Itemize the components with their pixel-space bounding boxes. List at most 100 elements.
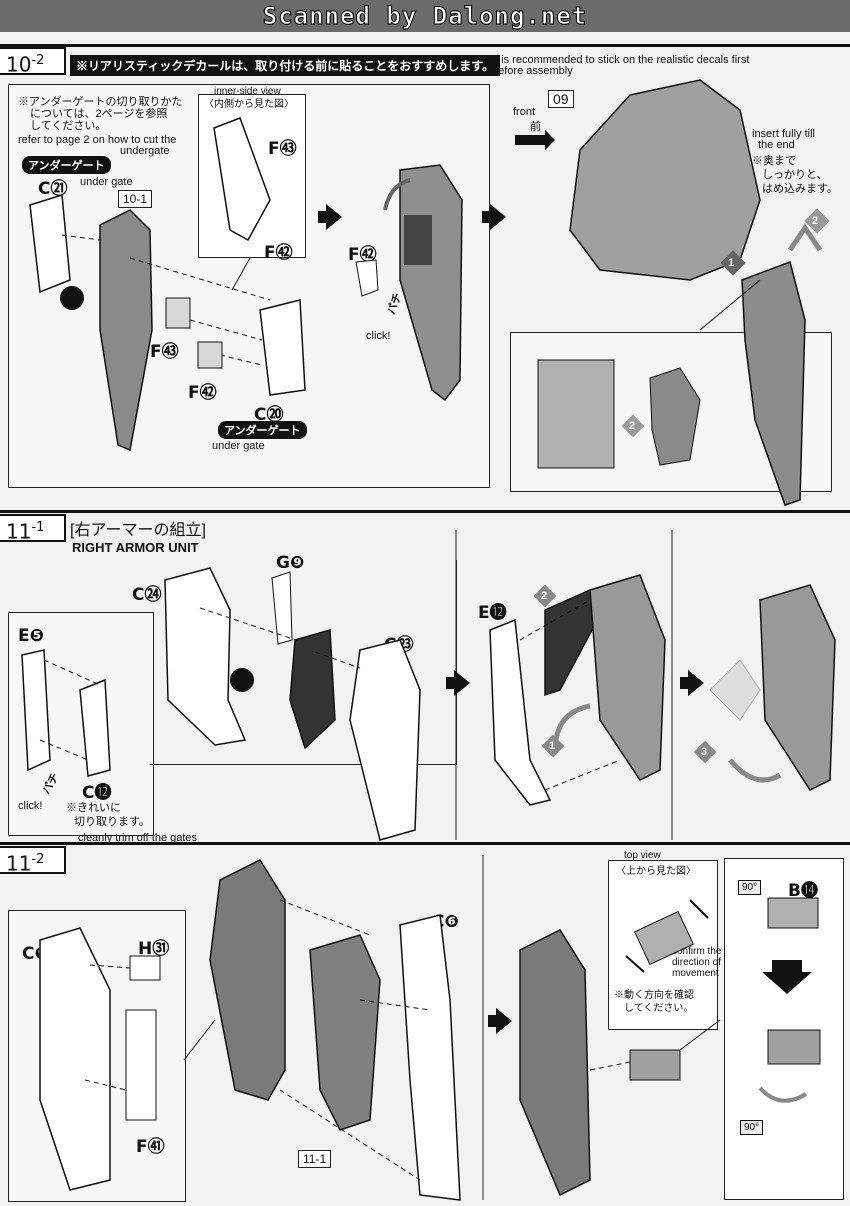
- armor-assembled-shape: [519, 929, 591, 1197]
- part-f52-shape: [197, 341, 223, 369]
- guide-line: [219, 354, 263, 366]
- part-f53-label: F㊸: [150, 342, 179, 362]
- section-divider-11-2: [0, 842, 850, 845]
- push-arrow-icon: [787, 223, 823, 252]
- part-c9-shape: [39, 927, 111, 1191]
- rotate-90-bottom: 90°: [740, 1120, 764, 1135]
- b14-rotation-panel: [724, 858, 844, 1200]
- rotate-90-top: 90°: [738, 880, 762, 895]
- step-sub: -2: [31, 852, 45, 867]
- under-gate-badge-2: アンダーゲート: [218, 421, 307, 439]
- part-f51-shape: [125, 1009, 157, 1121]
- panel-fade-shape: [709, 659, 761, 721]
- guide-line: [279, 899, 371, 936]
- main-armor-part-shape: [99, 209, 153, 452]
- rotate-arrow-icon: [383, 178, 411, 211]
- header-bar: [0, 0, 850, 32]
- front-jp: 前: [530, 121, 541, 133]
- part-c21-label: C㉑: [38, 179, 68, 199]
- click-en-11-1: click!: [18, 800, 43, 812]
- decal-notice-en-1: It is recommended to stick on the realis…: [492, 54, 750, 66]
- step-sub: -2: [31, 53, 45, 68]
- top-view-jp: 〈上から見た図〉: [616, 866, 696, 877]
- inset-step-num: 2: [629, 420, 636, 432]
- armor-inner-panel: [404, 215, 432, 265]
- callout-line: [699, 279, 761, 331]
- front-arrow-icon: [515, 130, 555, 150]
- top-view-joint-shape: [633, 910, 695, 966]
- move-arrow-icon: [625, 955, 645, 973]
- dark-panel-shape: [289, 629, 336, 750]
- click-en-10-2: click!: [366, 330, 391, 342]
- guide-line: [359, 999, 431, 1011]
- under-gate-en-label-2: under gate: [212, 440, 265, 452]
- step-number-11-1: 11-1: [0, 514, 66, 544]
- guide-line: [199, 607, 297, 641]
- guide-line: [84, 1079, 127, 1091]
- armor-mid-layer-shape: [309, 934, 381, 1131]
- callout-line: [679, 1019, 721, 1051]
- armor-outer-shape: [209, 859, 286, 1101]
- undergate-note-jp-3: してください。: [30, 120, 107, 132]
- rotate-arrow-icon: [758, 1086, 808, 1103]
- rotate-arrow-icon: [728, 758, 782, 783]
- section-divider-10-2: [0, 44, 850, 47]
- confirm-en-2: direction of: [672, 957, 721, 968]
- b14-rotated-shape: [767, 1029, 821, 1065]
- part-g9-label: G❾: [276, 553, 305, 573]
- detail-armor-shape: [649, 367, 701, 466]
- step-num-3-11-1: 3: [701, 746, 708, 758]
- step-badge-1-icon: [541, 734, 565, 758]
- part-f51-label: F㊶: [136, 1137, 165, 1157]
- trim-jp-2: 切り取ります。: [74, 816, 150, 828]
- guide-line: [43, 659, 101, 686]
- step-badge-3-icon: [693, 740, 717, 764]
- top-view-en: top view: [624, 850, 661, 861]
- part-c21-shape: [29, 194, 71, 294]
- part-e5-label: E❺: [18, 626, 45, 646]
- step-number-10-2: 10-2: [0, 47, 66, 77]
- under-gate-en-label: under gate: [80, 176, 133, 188]
- part-h31-label: H㉛: [138, 939, 170, 959]
- part-g9-shape: [271, 571, 293, 645]
- part-f53-shape: [165, 297, 191, 329]
- part-f42-label: F㊷: [348, 245, 377, 265]
- confirm-jp-2: してください。: [624, 1003, 694, 1014]
- callout-line: [183, 1019, 216, 1061]
- insert-en-1: insert fully till: [752, 128, 815, 140]
- title-jp-11-1: [右アーマーの組立]: [70, 522, 206, 539]
- guide-line: [279, 1089, 421, 1181]
- guide-line: [519, 599, 591, 641]
- joint-part-shape: [629, 1049, 681, 1081]
- guide-line: [544, 759, 621, 791]
- guide-line: [89, 964, 131, 969]
- part-h31-shape: [129, 955, 161, 981]
- part-f53-inset-label: F㊸: [268, 139, 297, 159]
- guide-line: [314, 651, 361, 669]
- part-f52-inset-label: F㊷: [264, 243, 293, 263]
- down-arrow-icon: [762, 960, 812, 994]
- trim-en: cleanly trim off the gates: [78, 832, 198, 844]
- title-en-11-1: RIGHT ARMOR UNIT: [72, 540, 199, 555]
- guide-line: [61, 234, 101, 241]
- scan-credit: Scanned by Dalong.net: [262, 2, 588, 31]
- armor-final-shape: [759, 584, 836, 791]
- part-c23-shape: [349, 639, 421, 841]
- step-badge-2-icon: [533, 584, 557, 608]
- undergate-note-en-2: undergate: [120, 145, 170, 157]
- step-num-1-11-1: 1: [549, 740, 556, 752]
- part-e12-shape: [489, 618, 552, 806]
- guide-line: [129, 257, 271, 301]
- part-e5-shape: [21, 649, 51, 772]
- step-badge-1-icon: [720, 250, 746, 276]
- confirm-jp-1: ※動く方向を確認: [614, 990, 694, 1001]
- decal-notice-en-2: before assembly: [492, 65, 573, 77]
- step-num-2-11-1: 2: [541, 590, 548, 602]
- part-c6-shape: [399, 914, 461, 1201]
- step-main: 11: [6, 519, 32, 544]
- move-arrow-icon: [689, 899, 709, 919]
- confirm-en-1: confirm the: [672, 946, 722, 957]
- part-c24-shape: [164, 567, 247, 746]
- part-c20-shape: [259, 299, 306, 396]
